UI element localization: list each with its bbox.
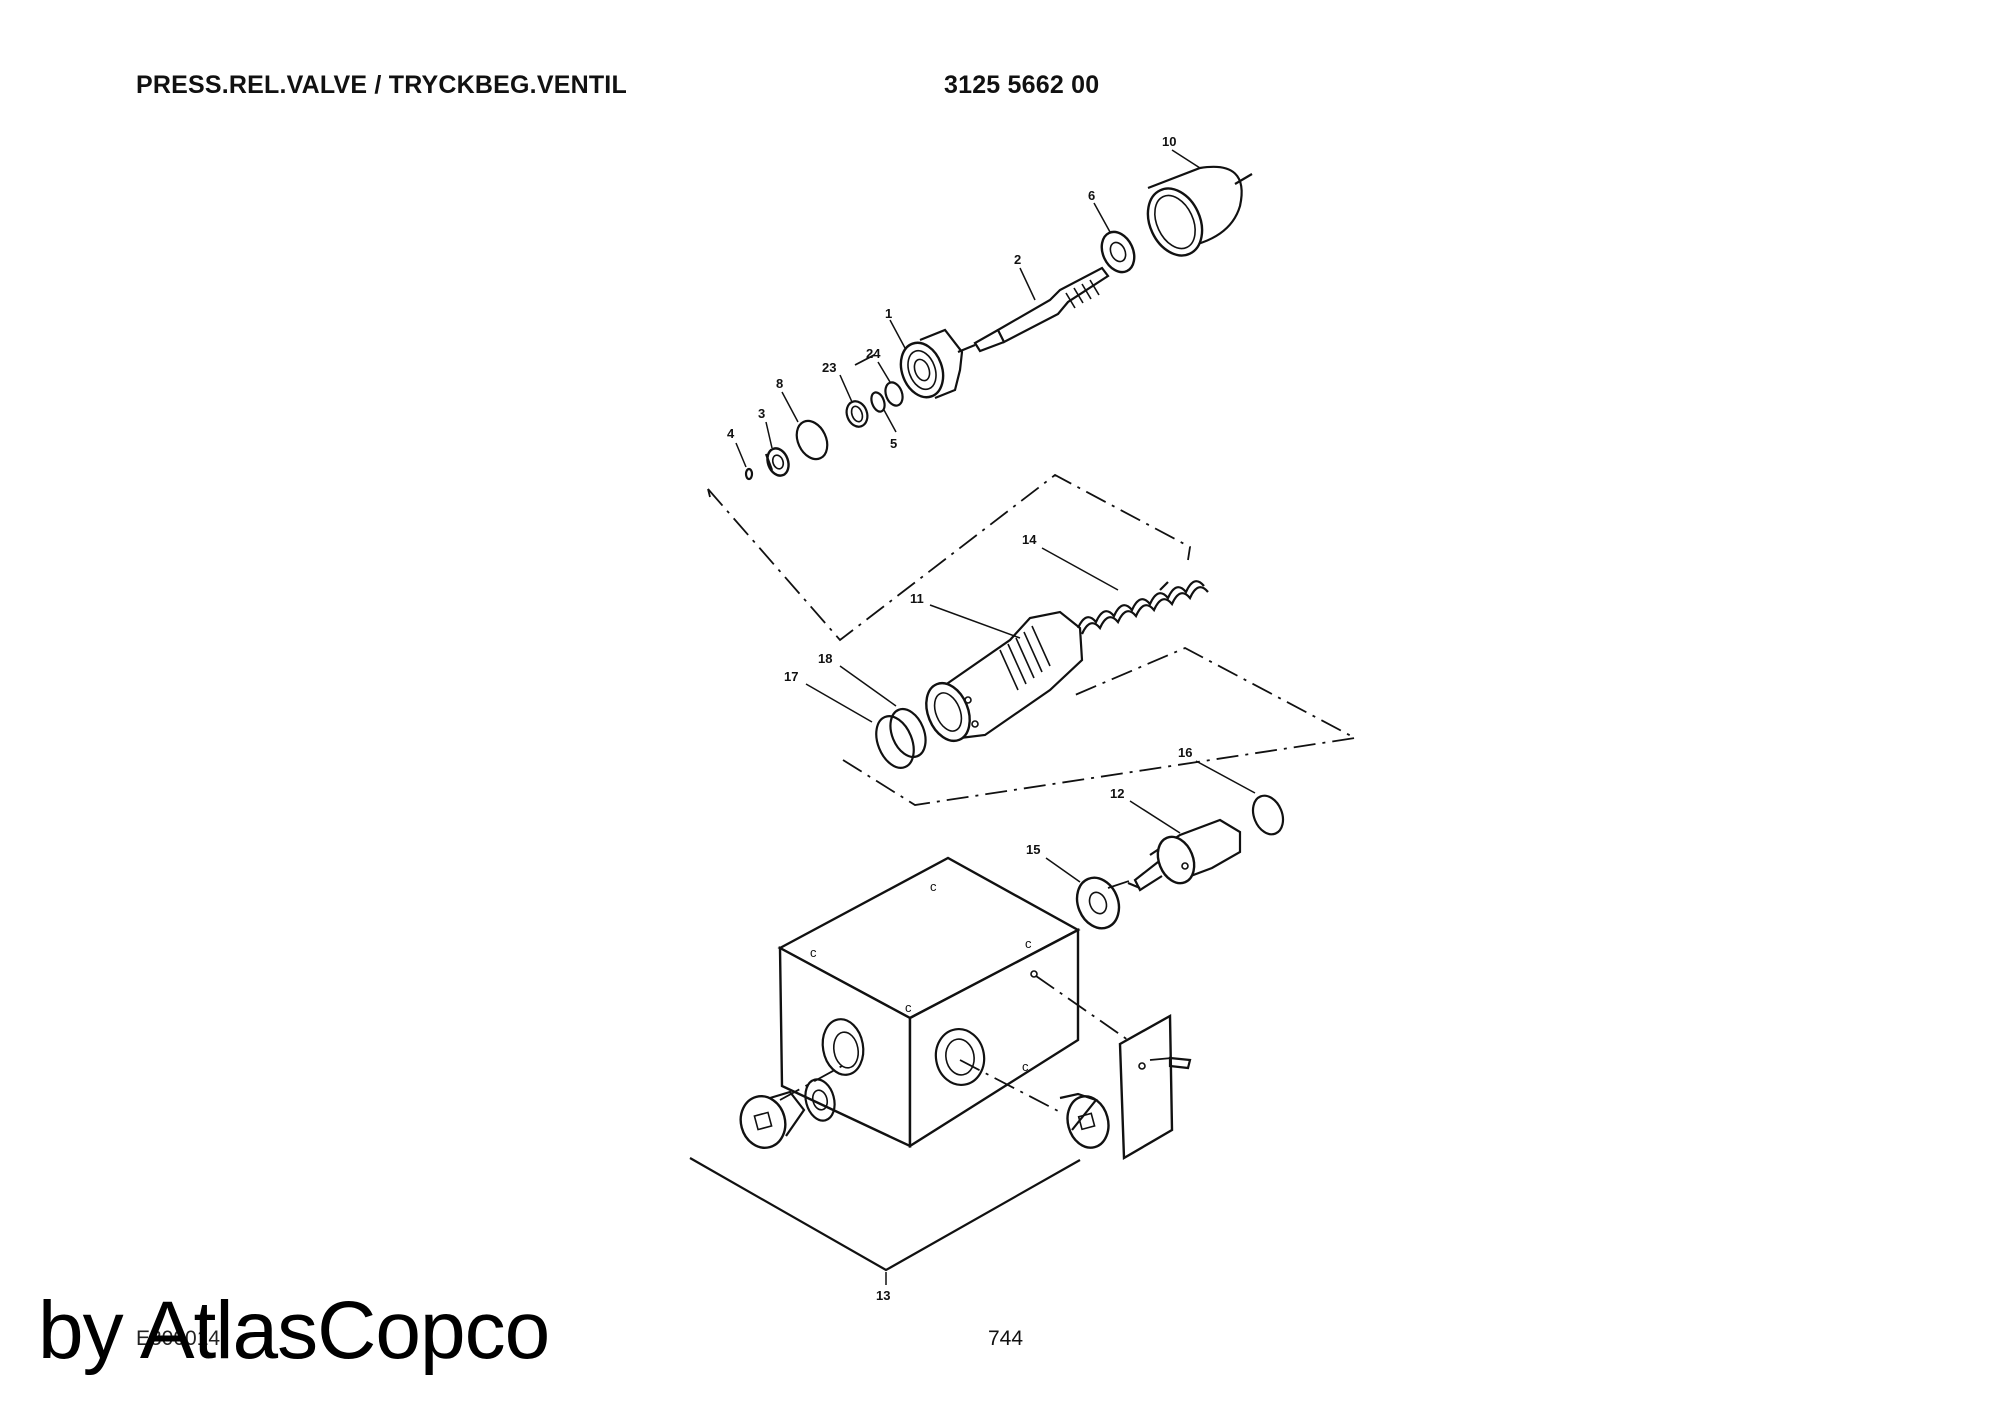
ring-part-23 [845,400,869,428]
axis-line-plate [1035,975,1129,1041]
ring-part-5 [870,391,886,413]
plate-screw [1168,1056,1192,1070]
callout-12: 12 [1110,786,1124,801]
page-number: 744 [988,1327,1024,1350]
part-number: 3125 5662 00 [944,71,1100,99]
page-title: PRESS.REL.VALVE / TRYCKBEG.VENTIL [136,71,627,99]
callout-17: 17 [784,669,798,684]
axis-line-washer [1107,879,1133,889]
callout-4: 4 [727,426,735,441]
callout-3: 3 [758,406,765,421]
housing-part-1 [899,328,964,400]
drawing-reference: E300014 [136,1327,221,1350]
axis-line-upper [854,351,881,366]
spring-part-14 [1076,580,1209,635]
svg-text:c: c [1025,936,1032,951]
callout-16: 16 [1178,745,1192,760]
leader-lines [735,149,1256,1285]
axis-line-left [779,1065,843,1101]
callout-1: 1 [885,306,892,321]
upper-assembly-boundary-lower [707,488,711,498]
block-side-face [908,928,1080,1149]
upper-assembly-boundary [707,473,1191,642]
callout-18: 18 [818,651,832,666]
watermark: by AtlasCopco [38,1285,550,1376]
callout-labels: 10 6 2 1 24 23 8 3 4 5 14 11 18 17 16 12… [727,134,1192,1303]
assembly-bracket-13 [689,1157,1081,1272]
plate-right [1118,1013,1174,1161]
callout-11: 11 [910,591,924,606]
callout-13: 13 [876,1288,890,1303]
ring-part-16 [1251,794,1285,836]
ring-part-4 [744,467,754,481]
callout-10: 10 [1162,134,1176,149]
ring-part-24 [884,381,904,407]
middle-assembly-boundary [842,647,1358,806]
axis-line-screw [1149,1057,1173,1061]
cartridge-part-11 [925,610,1084,743]
callout-5: 5 [890,436,897,451]
svg-text:c: c [810,945,817,960]
ring-part-18 [889,707,927,759]
callout-8: 8 [776,376,783,391]
svg-text:c: c [1022,1059,1029,1074]
callout-23: 23 [822,360,836,375]
washer-left [804,1078,836,1122]
plug-part-3 [764,447,790,477]
poppet-part-12 [1127,818,1242,892]
callout-2: 2 [1014,252,1021,267]
ring-part-17 [875,715,915,769]
plug-right [1059,1092,1110,1149]
axis-line-right [959,1059,1061,1113]
callout-14: 14 [1022,532,1037,547]
cap-part-10 [1146,165,1253,257]
svg-text:c: c [930,879,937,894]
svg-text:c: c [905,1000,912,1015]
valve-block-part-13 [777,856,1081,1149]
plug-left [739,1090,806,1149]
screw-part-2 [957,266,1110,354]
callout-6: 6 [1088,188,1095,203]
nut-part-6 [1100,230,1136,274]
callout-15: 15 [1026,842,1040,857]
callout-24: 24 [866,346,881,361]
o-ring-part-8 [795,419,829,461]
washer-part-15 [1075,876,1121,930]
